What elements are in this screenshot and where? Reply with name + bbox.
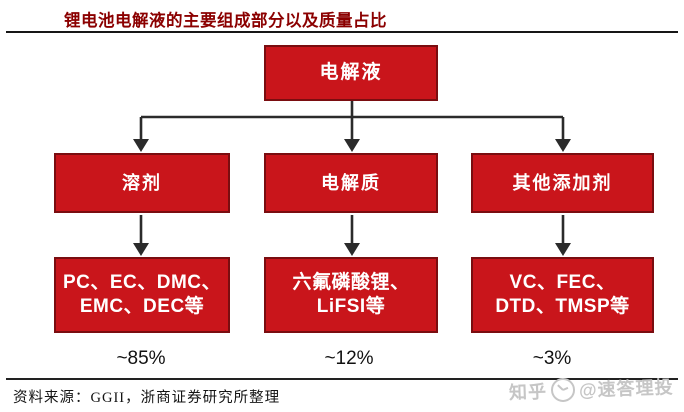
footer-divider bbox=[6, 378, 678, 380]
watermark-handle: @速答理投 bbox=[579, 377, 675, 401]
clock-logo-icon bbox=[551, 377, 576, 402]
figure-title: 锂电池电解液的主要组成部分以及质量占比 bbox=[64, 12, 387, 30]
node-salt-examples: 六氟磷酸锂、 LiFSI等 bbox=[264, 257, 438, 333]
title-divider bbox=[6, 31, 678, 33]
node-label: 溶剂 bbox=[122, 172, 162, 193]
node-label: 其他添加剂 bbox=[512, 172, 613, 193]
watermark: 知乎 @速答理投 bbox=[509, 373, 674, 405]
node-solvent: 溶剂 bbox=[54, 153, 230, 213]
examples-line: LiFSI等 bbox=[316, 296, 386, 317]
examples-line: DTD、TMSP等 bbox=[495, 296, 630, 317]
source-note: 资料来源：GGII，浙商证券研究所整理 bbox=[13, 390, 281, 406]
node-label: 电解质 bbox=[321, 172, 381, 193]
node-additives-examples: VC、FEC、 DTD、TMSP等 bbox=[471, 257, 654, 333]
examples-line: VC、FEC、 bbox=[509, 272, 616, 294]
node-solvent-examples: PC、EC、DMC、 EMC、DEC等 bbox=[54, 257, 230, 333]
node-electrolyte-salt: 电解质 bbox=[264, 153, 438, 213]
node-electrolyte-root: 电解液 bbox=[264, 45, 438, 101]
node-other-additives: 其他添加剂 bbox=[471, 153, 654, 213]
mass-share-solvent: ~85% bbox=[116, 348, 166, 369]
examples-line: PC、EC、DMC、 bbox=[62, 272, 222, 294]
examples-line: EMC、DEC等 bbox=[79, 296, 205, 317]
mass-share-additives: ~3% bbox=[532, 348, 572, 369]
examples-line: 六氟磷酸锂、 bbox=[292, 272, 410, 294]
mass-share-salt: ~12% bbox=[324, 348, 374, 369]
watermark-site-label: 知乎 bbox=[509, 381, 548, 403]
node-label: 电解液 bbox=[319, 62, 383, 84]
